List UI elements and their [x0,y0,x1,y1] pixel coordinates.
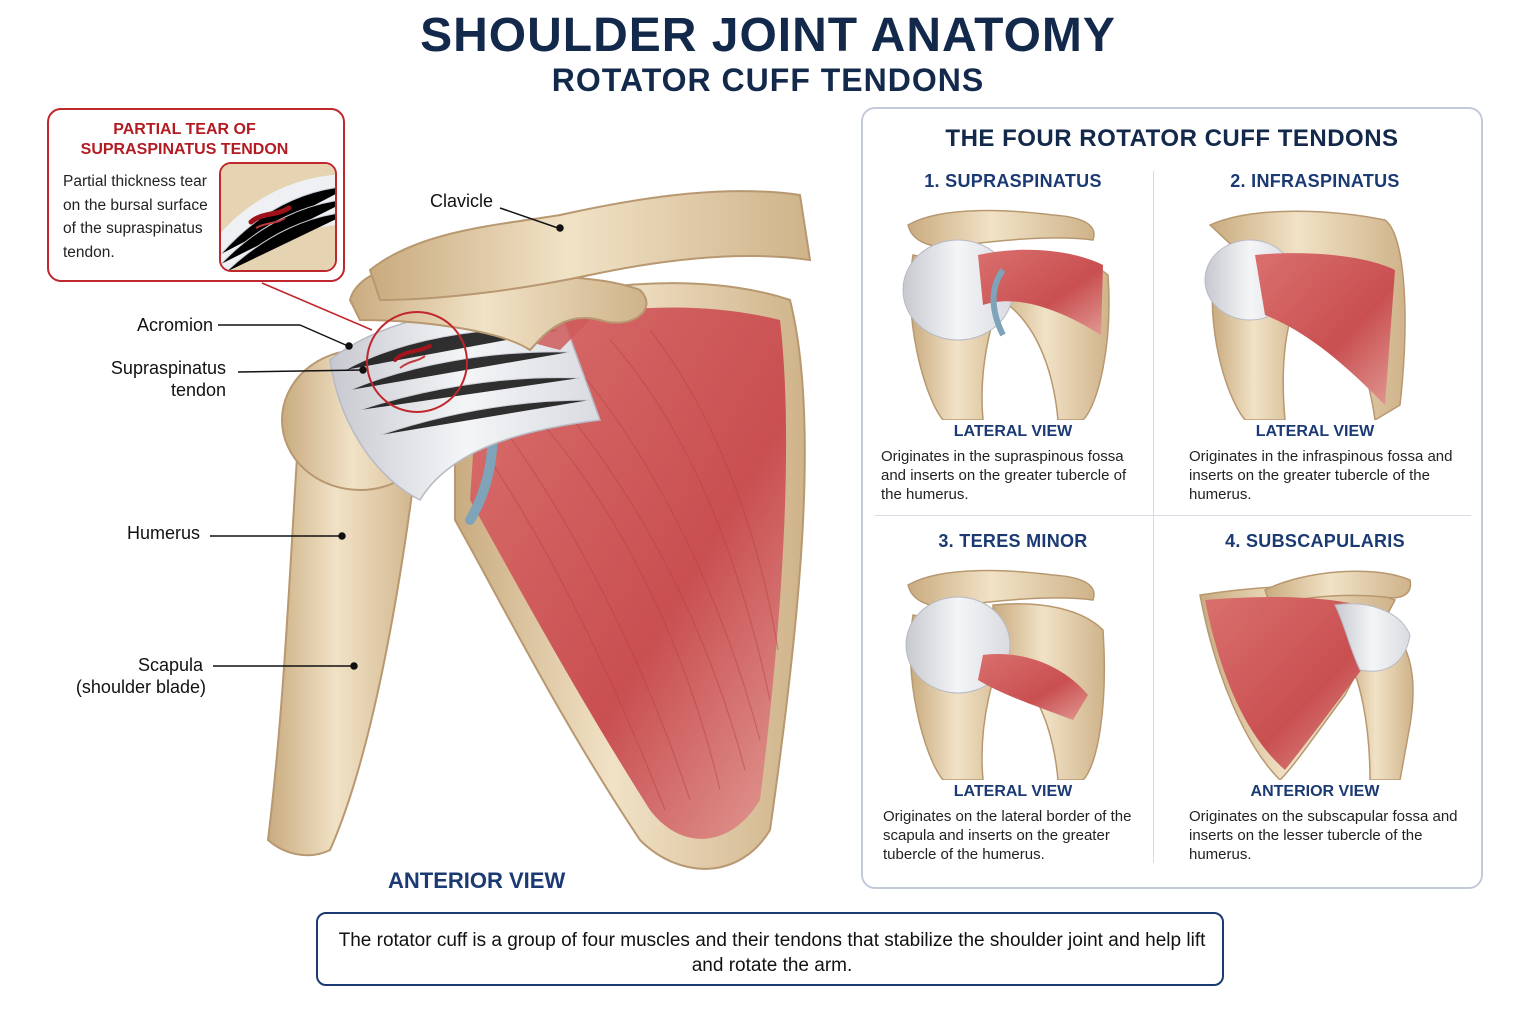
infraspinatus-illustration [1204,210,1406,420]
panel-vertical-divider [1153,171,1154,863]
tendon-card-title: 4. SUBSCAPULARIS [1225,531,1405,551]
tendon-card-view: LATERAL VIEW [953,783,1073,800]
tendon-card-subscapularis: 4. SUBSCAPULARIS ANTERIOR VIEW Originate… [1165,531,1465,871]
label-humerus: Humerus [127,523,201,543]
supraspinatus-illustration [902,209,1110,420]
label-scapula-note: (shoulder blade) [75,677,206,697]
tear-highlight-circle [366,311,468,413]
teres-minor-illustration [905,569,1106,780]
tendon-card-title: 1. SUPRASPINATUS [924,171,1102,191]
tendon-card-description: Originates in the infraspinous fossa and… [1189,448,1453,503]
panel-horizontal-divider [875,515,1471,516]
tear-zoom-image [219,162,337,272]
tendon-card-title: 2. INFRASPINATUS [1230,171,1400,191]
tear-callout-title: PARTIAL TEAR OF SUPRASPINATUS TENDON [80,121,289,158]
subscapularis-illustration [1199,570,1414,780]
panel-title: THE FOUR ROTATOR CUFF TENDONS [945,125,1399,152]
tendon-card-view: LATERAL VIEW [953,423,1073,440]
tendon-card-view: ANTERIOR VIEW [1250,783,1380,800]
summary-box: The rotator cuff is a group of four musc… [316,912,1224,986]
label-acromion: Acromion [137,315,214,335]
tendon-card-description: Originates on the lateral border of the … [883,808,1132,863]
tendon-card-teres-minor: 3. TERES MINOR LATERAL VIEW Originates o… [863,531,1163,871]
tendons-panel: THE FOUR ROTATOR CUFF TENDONS 1. SUPRASP… [861,107,1483,889]
main-view-label: ANTERIOR VIEW [388,868,566,893]
label-scapula: Scapula [137,655,203,675]
tendon-card-infraspinatus: 2. INFRASPINATUS LATERAL VIEW Originates… [1165,171,1465,511]
tendon-card-description: Originates in the supraspinous fossa and… [881,448,1127,503]
tendon-card-description: Originates on the subscapular fossa and … [1189,808,1458,863]
tendon-card-title: 3. TERES MINOR [938,531,1088,551]
summary-text: The rotator cuff is a group of four musc… [338,930,1206,976]
page-title: SHOULDER JOINT ANATOMY [420,9,1116,62]
tear-callout: PARTIAL TEAR OF SUPRASPINATUS TENDON Par… [47,108,345,282]
label-supraspinatus-tendon: Supraspinatus tendon [110,358,226,400]
tendon-card-view: LATERAL VIEW [1255,423,1375,440]
tear-callout-description: Partial thickness tear on the bursal sur… [63,173,208,261]
rotator-cuff-muscle [470,307,787,839]
tendon-card-supraspinatus: 1. SUPRASPINATUS LATERAL VIEW Originates… [863,171,1163,511]
clavicle-bone [368,190,812,302]
label-clavicle: Clavicle [430,191,494,211]
shoulder-anterior-illustration [210,190,812,870]
page-subtitle: ROTATOR CUFF TENDONS [551,62,985,98]
